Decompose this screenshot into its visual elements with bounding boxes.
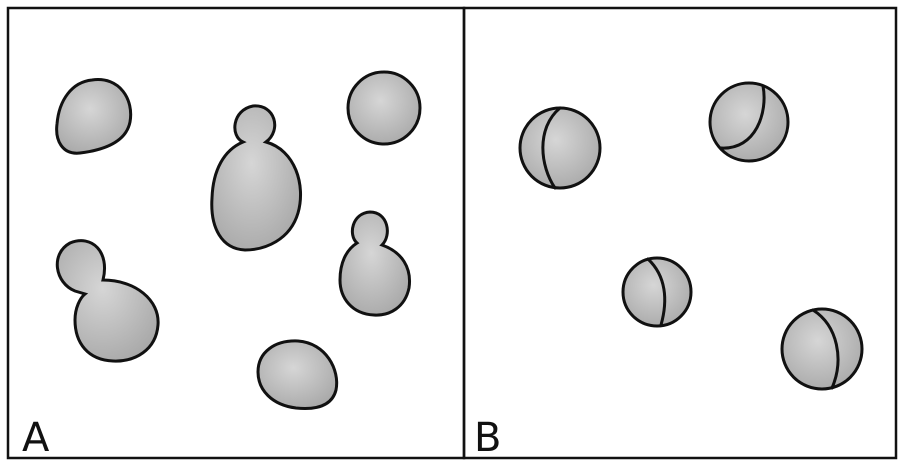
budding-cell-small [338,210,412,317]
septum-4 [811,308,840,390]
single-cell-3 [256,339,339,410]
single-cell-2 [346,70,422,146]
dividing-cell-4 [780,307,864,391]
panel-a-cells [55,70,422,410]
panel-b-label: B [474,415,501,461]
septum-3 [646,257,667,327]
dividing-cell-1 [518,106,602,190]
panel-b-frame [462,6,898,460]
septum-1 [541,106,562,190]
panel-b-cells [518,81,864,391]
panel-a-label: A [22,415,50,461]
budding-cell-large [210,104,303,252]
dividing-cell-2 [708,81,790,163]
dividing-cell-3 [621,256,693,328]
single-cell-1 [55,78,133,155]
budding-cell-lower-left [55,239,160,363]
septum-2 [719,84,766,150]
